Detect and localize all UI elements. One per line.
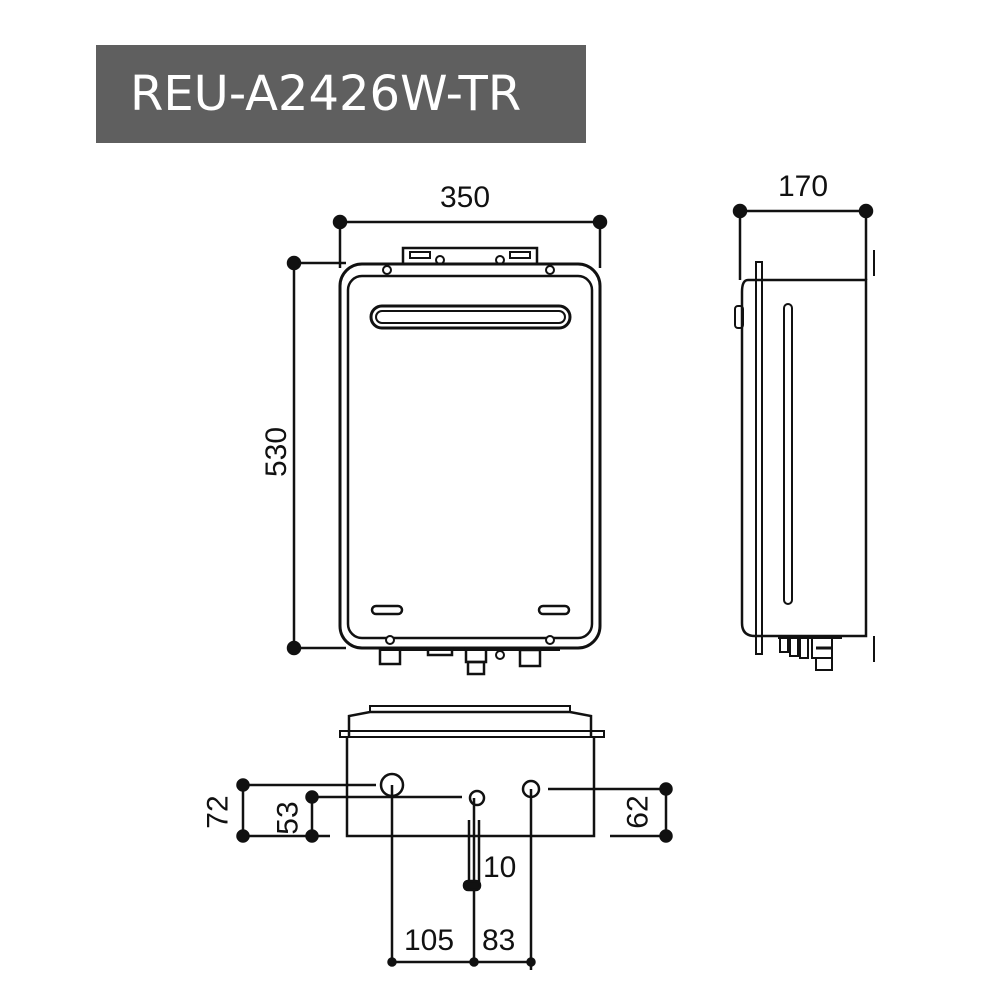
gas-inlet-offset-label: 10 xyxy=(483,851,517,884)
model-title: REU-A2426W-TR xyxy=(130,66,522,122)
left-inner-offset-label: 53 xyxy=(271,801,305,835)
model-title-banner: REU-A2426W-TR xyxy=(96,45,586,143)
spacing-right-label: 83 xyxy=(482,924,516,957)
width-dimension-label: 350 xyxy=(440,181,491,214)
front-view xyxy=(286,214,608,676)
right-offset-label: 62 xyxy=(621,795,655,829)
spacing-left-label: 105 xyxy=(404,924,455,957)
left-outer-offset-label: 72 xyxy=(201,795,235,829)
depth-dimension-label: 170 xyxy=(778,170,829,203)
side-view xyxy=(732,203,875,671)
height-dimension-label: 530 xyxy=(260,426,294,478)
bottom-view xyxy=(236,705,673,970)
